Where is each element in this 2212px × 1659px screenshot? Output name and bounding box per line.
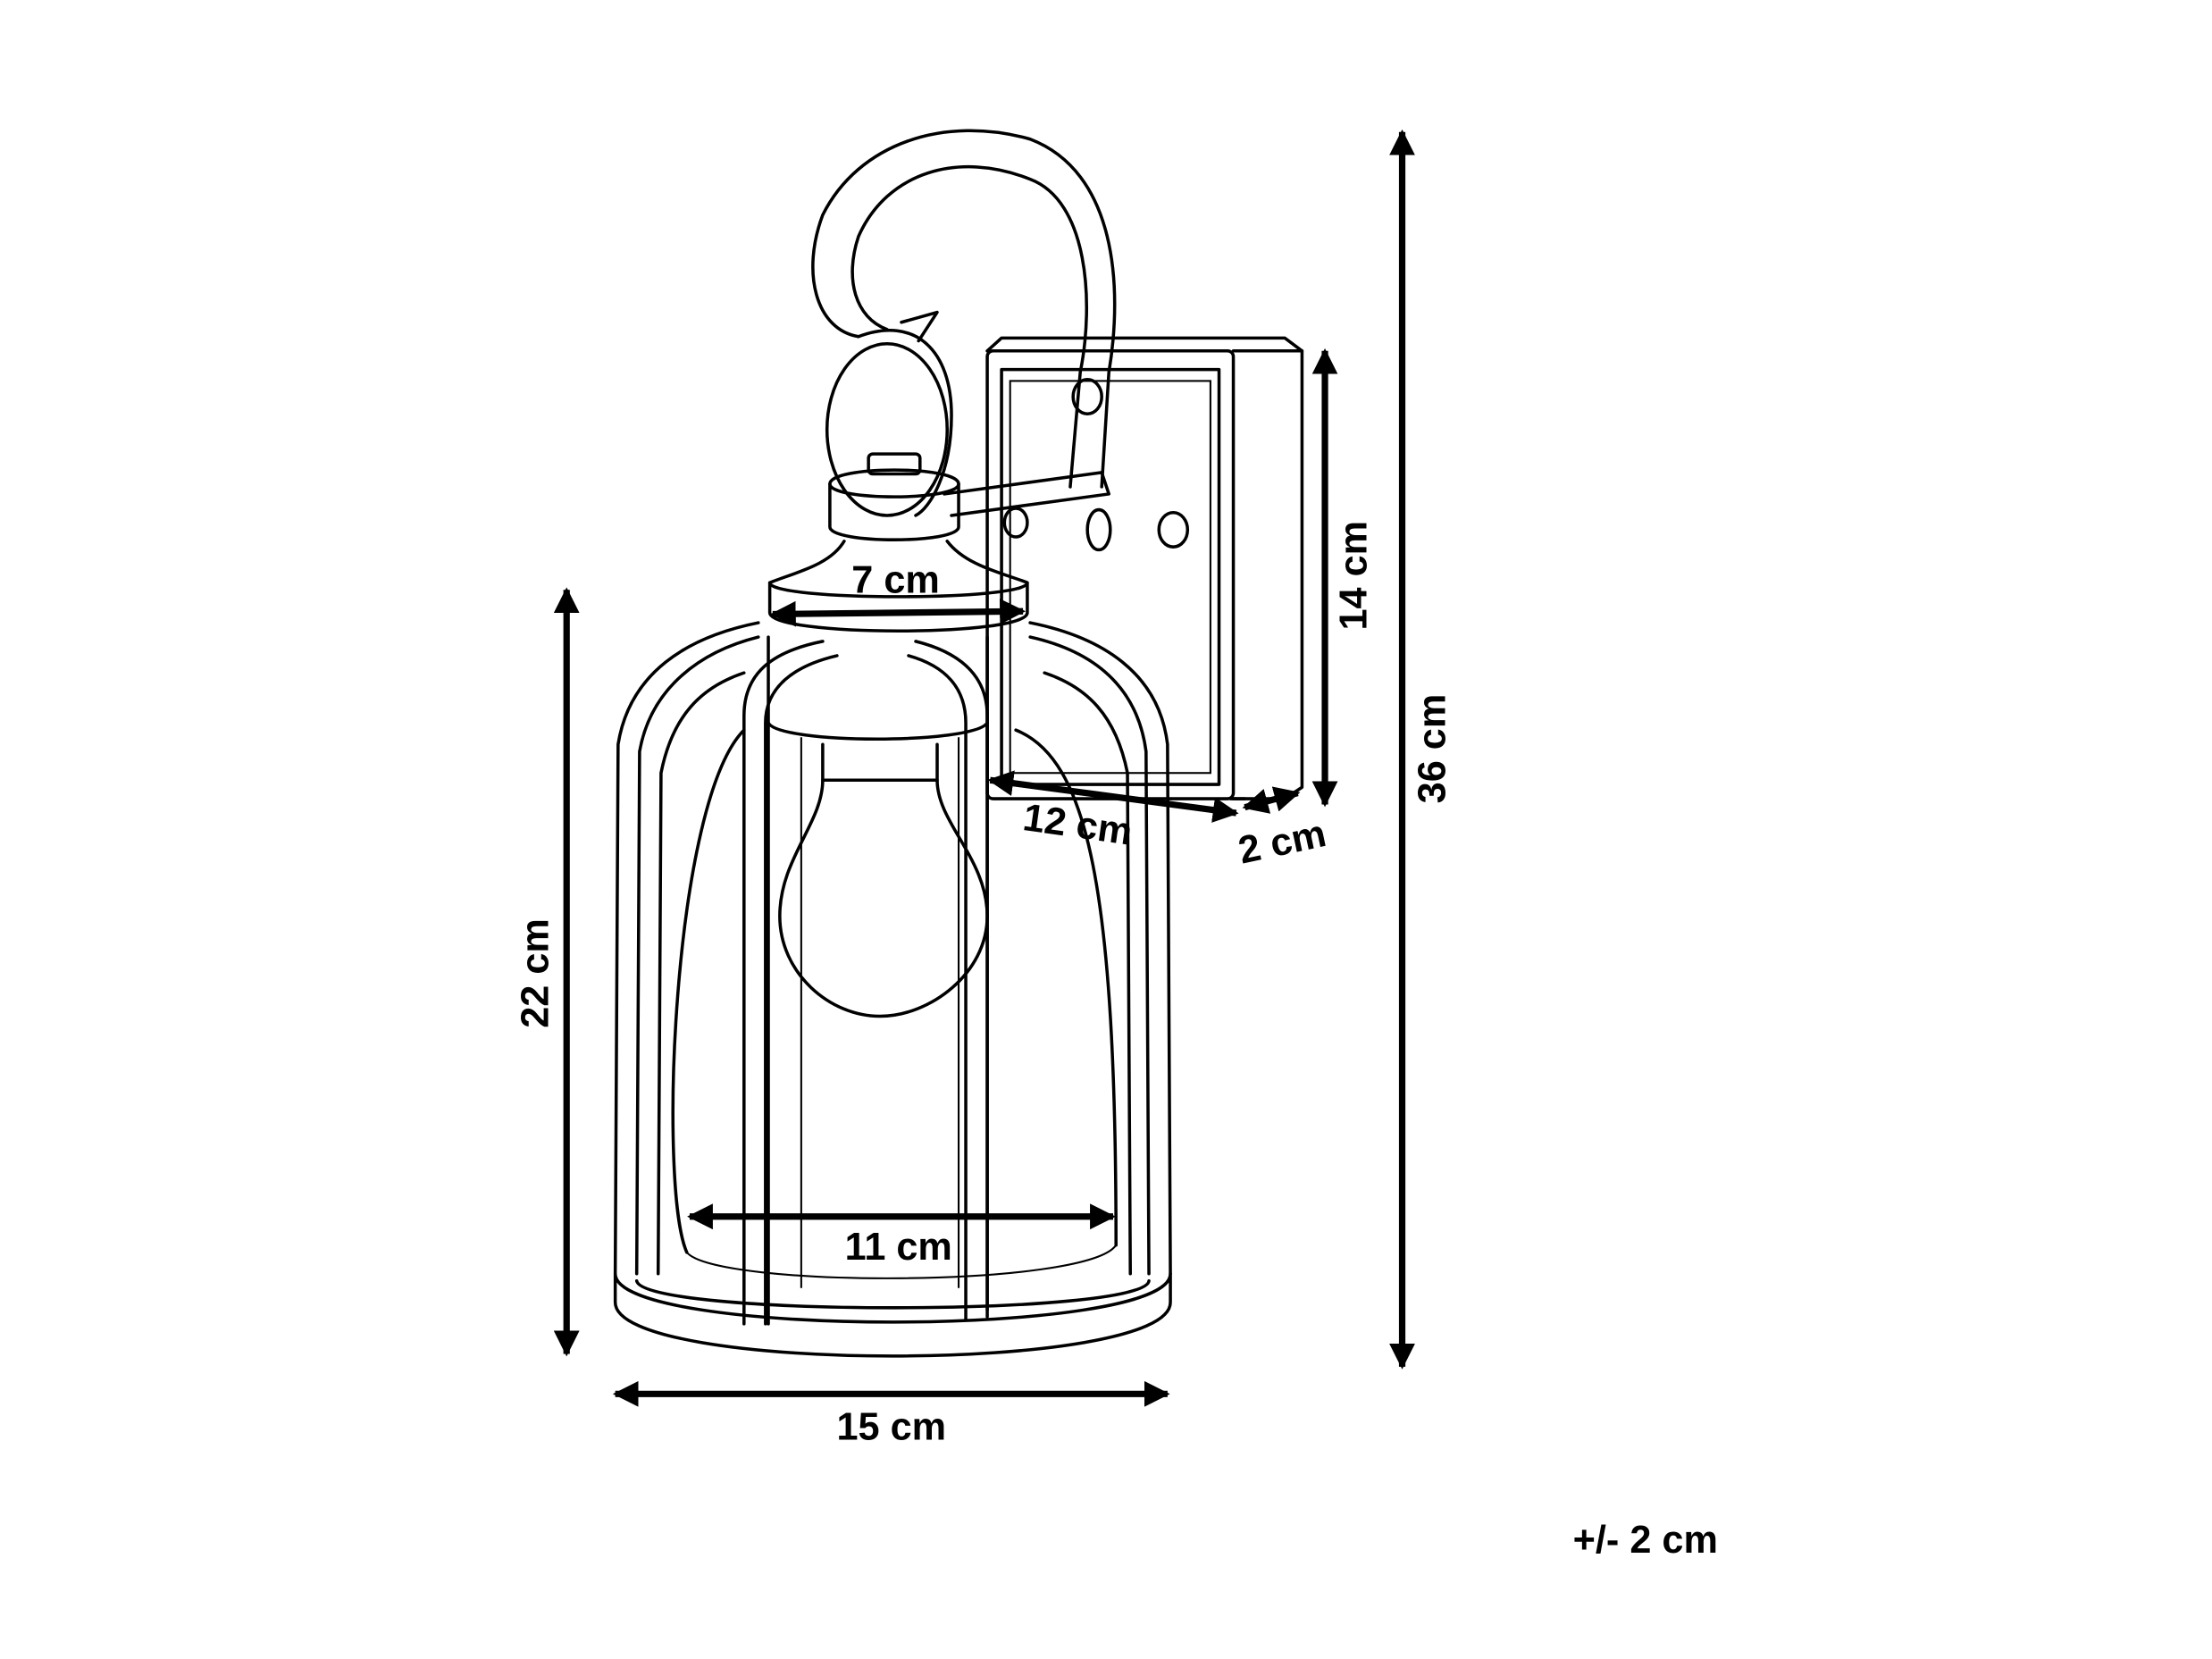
label-2cm: 2 cm <box>1235 812 1329 872</box>
dimension-2cm: 2 cm <box>1235 786 1329 873</box>
label-7cm: 7 cm <box>851 558 940 601</box>
top-cap <box>767 452 1029 633</box>
dimension-36cm: 36 cm <box>1389 129 1454 1370</box>
dimension-7cm: 7 cm <box>769 558 1026 627</box>
label-12cm: 12 cm <box>1020 796 1135 854</box>
dimension-11cm: 11 cm <box>687 1203 1116 1269</box>
hook-arm <box>811 129 1117 552</box>
glass-and-bulb <box>671 635 1118 1326</box>
cage <box>613 621 1172 1358</box>
label-15cm: 15 cm <box>836 1406 946 1449</box>
lamp-illustration <box>613 129 1304 1358</box>
dimension-15cm: 15 cm <box>612 1380 1170 1449</box>
tolerance-note: +/- 2 cm <box>1573 1519 1718 1562</box>
label-22cm: 22 cm <box>514 918 557 1028</box>
wall-plate <box>985 336 1304 800</box>
dimension-14cm: 14 cm <box>1311 348 1375 808</box>
dimension-22cm: 22 cm <box>514 587 580 1357</box>
label-14cm: 14 cm <box>1332 521 1375 631</box>
label-11cm: 11 cm <box>845 1226 952 1269</box>
label-36cm: 36 cm <box>1412 694 1454 804</box>
dimension-12cm: 12 cm <box>987 770 1239 854</box>
